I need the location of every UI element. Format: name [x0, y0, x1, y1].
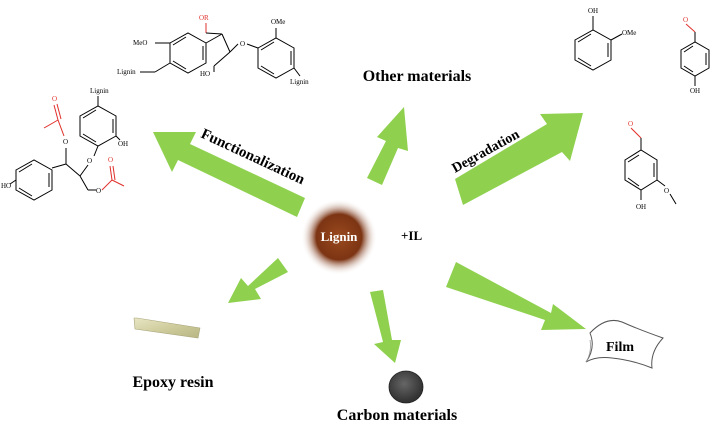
svg-text:Lignin: Lignin: [290, 78, 309, 86]
lignin-sphere: [301, 199, 377, 275]
center-suffix: +IL: [401, 228, 422, 243]
svg-text:O: O: [87, 157, 92, 165]
center-label: Lignin: [321, 229, 359, 244]
acetylated-lignin-structure: Lignin OH O O O O O HO: [1, 87, 128, 201]
other-materials-arrow: [367, 107, 408, 185]
film-label: Film: [606, 340, 634, 355]
svg-text:O: O: [63, 138, 68, 146]
epoxy-resin-arrow: [228, 258, 288, 303]
svg-text:O: O: [52, 95, 57, 103]
svg-text:HO: HO: [1, 182, 11, 190]
hydroxybenzaldehyde-structure: O OH: [680, 16, 710, 95]
svg-text:OH: OH: [690, 87, 700, 95]
svg-text:OH: OH: [636, 203, 646, 211]
svg-text:Lignin: Lignin: [90, 87, 109, 95]
carbon-materials-sample: [388, 370, 424, 404]
svg-text:O: O: [664, 187, 669, 195]
svg-text:O: O: [240, 40, 245, 48]
svg-text:Lignin: Lignin: [117, 68, 136, 76]
svg-text:O: O: [683, 16, 688, 24]
svg-text:OH: OH: [588, 7, 598, 15]
svg-text:HO: HO: [200, 70, 210, 78]
other-materials-label: Other materials: [363, 68, 472, 85]
svg-text:OR: OR: [199, 14, 209, 22]
svg-text:O: O: [108, 156, 113, 164]
carbon-materials-arrow: [370, 290, 401, 363]
carbon-materials-label: Carbon materials: [337, 407, 457, 424]
svg-text:OMe: OMe: [622, 29, 636, 37]
guaiacol-structure: OH OMe: [574, 7, 636, 71]
degradation-arrow: [455, 113, 583, 205]
svg-text:MeO: MeO: [133, 39, 147, 47]
svg-text:O: O: [628, 120, 633, 128]
vanillin-structure: O O OH: [624, 120, 677, 211]
film-arrow: [446, 262, 586, 330]
svg-text:OH: OH: [118, 140, 128, 148]
film-sample: Film: [585, 319, 664, 369]
functionalization-arrow: [153, 132, 305, 217]
epoxy-resin-sample: [133, 317, 201, 339]
svg-text:OMe: OMe: [271, 18, 285, 26]
svg-text:O: O: [96, 187, 101, 195]
epoxy-resin-label: Epoxy resin: [132, 374, 213, 391]
beta-o-4-structure: MeO Lignin OR HO O OMe Lignin: [117, 14, 309, 86]
